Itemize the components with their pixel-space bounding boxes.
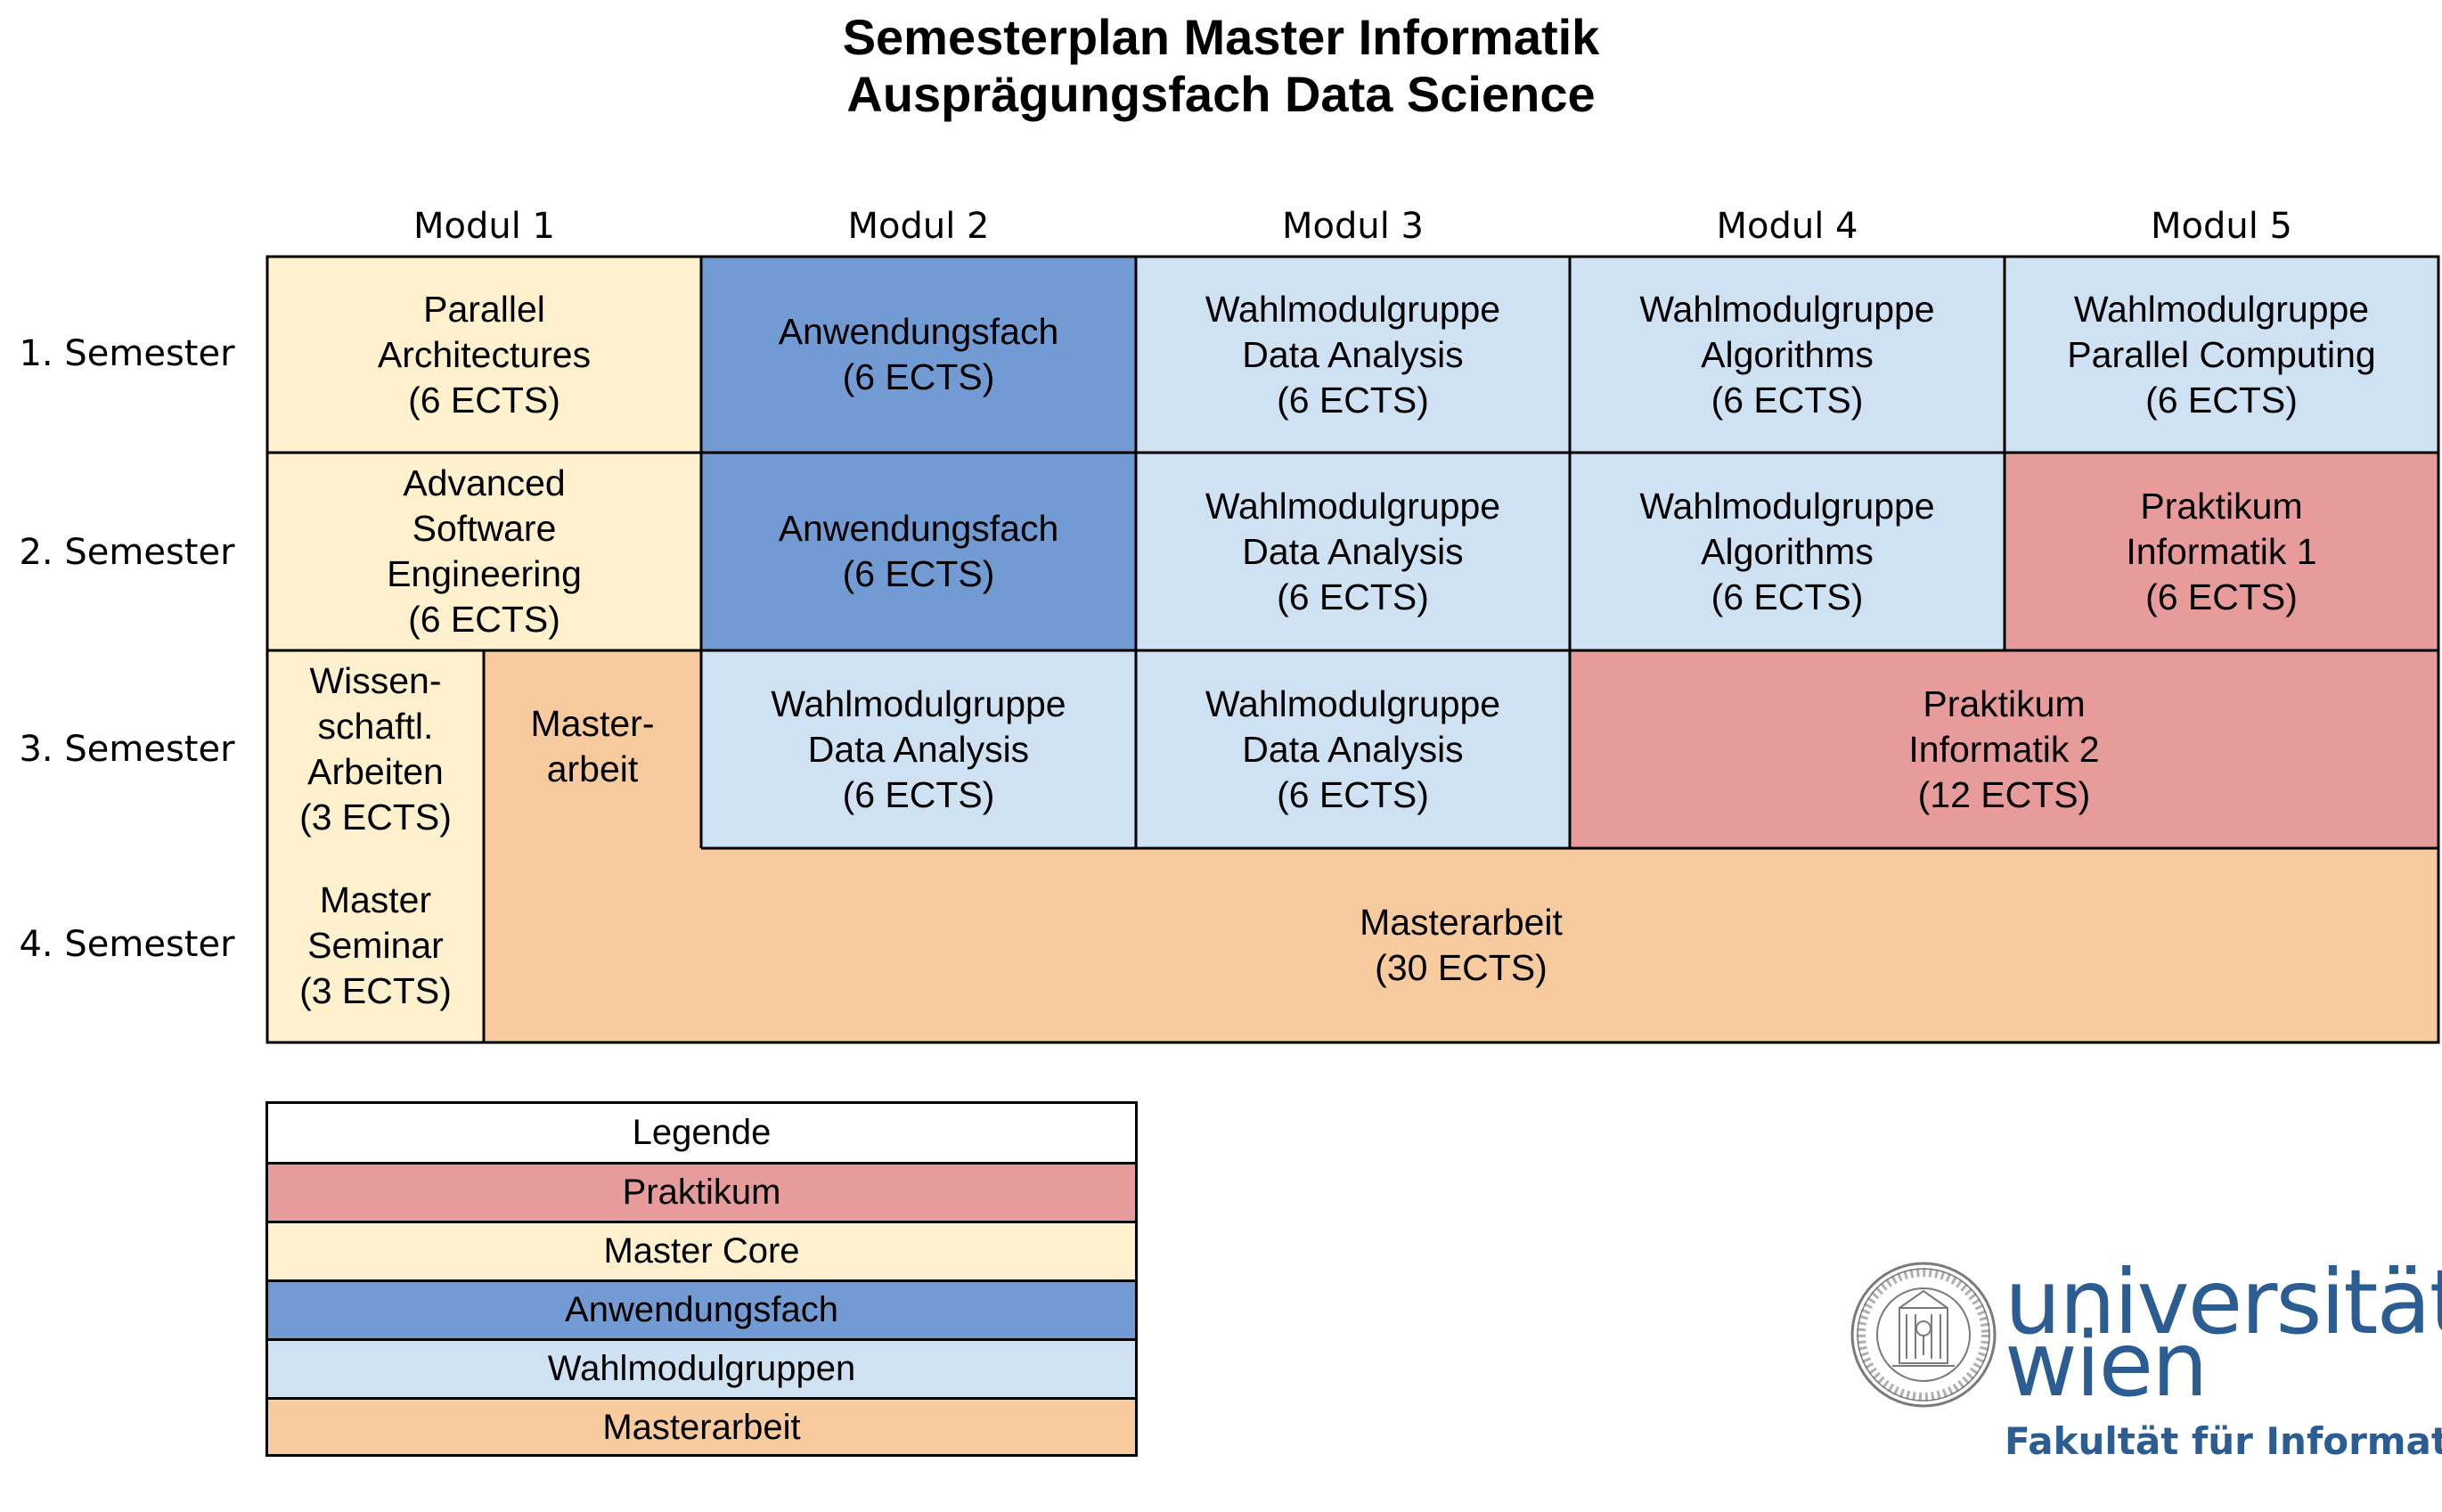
- module-advanced-software-engineering: Advanced Software Engineering (6 ECTS): [267, 453, 701, 650]
- module-wissenschaftliches-arbeiten: Wissen- schaftl. Arbeiten (3 ECTS): [267, 650, 484, 848]
- legend-item-masterarbeit: Masterarbeit: [267, 1397, 1136, 1456]
- module-masterarbeit-sem3: Master- arbeit: [484, 650, 701, 848]
- module-wahlmodulgruppe-data-analysis-sem3-b: Wahlmodulgruppe Data Analysis (6 ECTS): [1136, 650, 1570, 848]
- module-wahlmodulgruppe-data-analysis-sem1: Wahlmodulgruppe Data Analysis (6 ECTS): [1136, 257, 1570, 453]
- column-header-modul-3: Modul 3: [1281, 206, 1424, 247]
- column-header-modul-5: Modul 5: [2150, 206, 2292, 247]
- module-anwendungsfach-sem1: Anwendungsfach (6 ECTS): [701, 257, 1136, 453]
- module-masterarbeit-sem4: Masterarbeit (30 ECTS): [484, 848, 2438, 1042]
- legend-item-master-core: Master Core: [267, 1221, 1136, 1279]
- row-header-semester-2: 2. Semester: [19, 532, 235, 573]
- module-wahlmodulgruppe-data-analysis-sem3-a: Wahlmodulgruppe Data Analysis (6 ECTS): [701, 650, 1136, 848]
- legend-frame: [265, 1101, 1138, 1457]
- logo-word-universitaet: universität: [2005, 1250, 2442, 1354]
- title-line-2: Ausprägungsfach Data Science: [846, 66, 1596, 122]
- module-wahlmodulgruppe-parallel-computing: Wahlmodulgruppe Parallel Computing (6 EC…: [2005, 257, 2438, 453]
- page-title: Semesterplan Master Informatik Ausprägun…: [0, 9, 2442, 123]
- legend-title: Legende: [267, 1103, 1136, 1162]
- module-wahlmodulgruppe-algorithms-sem1: Wahlmodulgruppe Algorithms (6 ECTS): [1570, 257, 2005, 453]
- module-praktikum-informatik-2: Praktikum Informatik 2 (12 ECTS): [1570, 650, 2438, 848]
- row-header-semester-4: 4. Semester: [19, 924, 235, 965]
- legend-item-wahlmodulgruppen: Wahlmodulgruppen: [267, 1338, 1136, 1397]
- row-header-semester-3: 3. Semester: [19, 729, 235, 770]
- legend-item-praktikum: Praktikum: [267, 1162, 1136, 1221]
- column-header-modul-2: Modul 2: [847, 206, 990, 247]
- module-praktikum-informatik-1: Praktikum Informatik 1 (6 ECTS): [2005, 453, 2438, 650]
- university-seal-icon: [1850, 1262, 1997, 1408]
- column-header-modul-1: Modul 1: [412, 206, 555, 247]
- module-anwendungsfach-sem2: Anwendungsfach (6 ECTS): [701, 453, 1136, 650]
- row-header-semester-1: 1. Semester: [19, 333, 235, 374]
- module-wahlmodulgruppe-algorithms-sem2: Wahlmodulgruppe Algorithms (6 ECTS): [1570, 453, 2005, 650]
- column-header-modul-4: Modul 4: [1716, 206, 1858, 247]
- legend-item-anwendungsfach: Anwendungsfach: [267, 1279, 1136, 1338]
- logo-word-wien: wien: [2005, 1312, 2208, 1417]
- title-line-1: Semesterplan Master Informatik: [842, 9, 1600, 65]
- module-master-seminar: Master Seminar (3 ECTS): [267, 848, 484, 1042]
- module-wahlmodulgruppe-data-analysis-sem2: Wahlmodulgruppe Data Analysis (6 ECTS): [1136, 453, 1570, 650]
- module-parallel-architectures: Parallel Architectures (6 ECTS): [267, 257, 701, 453]
- faculty-name: Fakultät für Informatik: [2005, 1419, 2442, 1463]
